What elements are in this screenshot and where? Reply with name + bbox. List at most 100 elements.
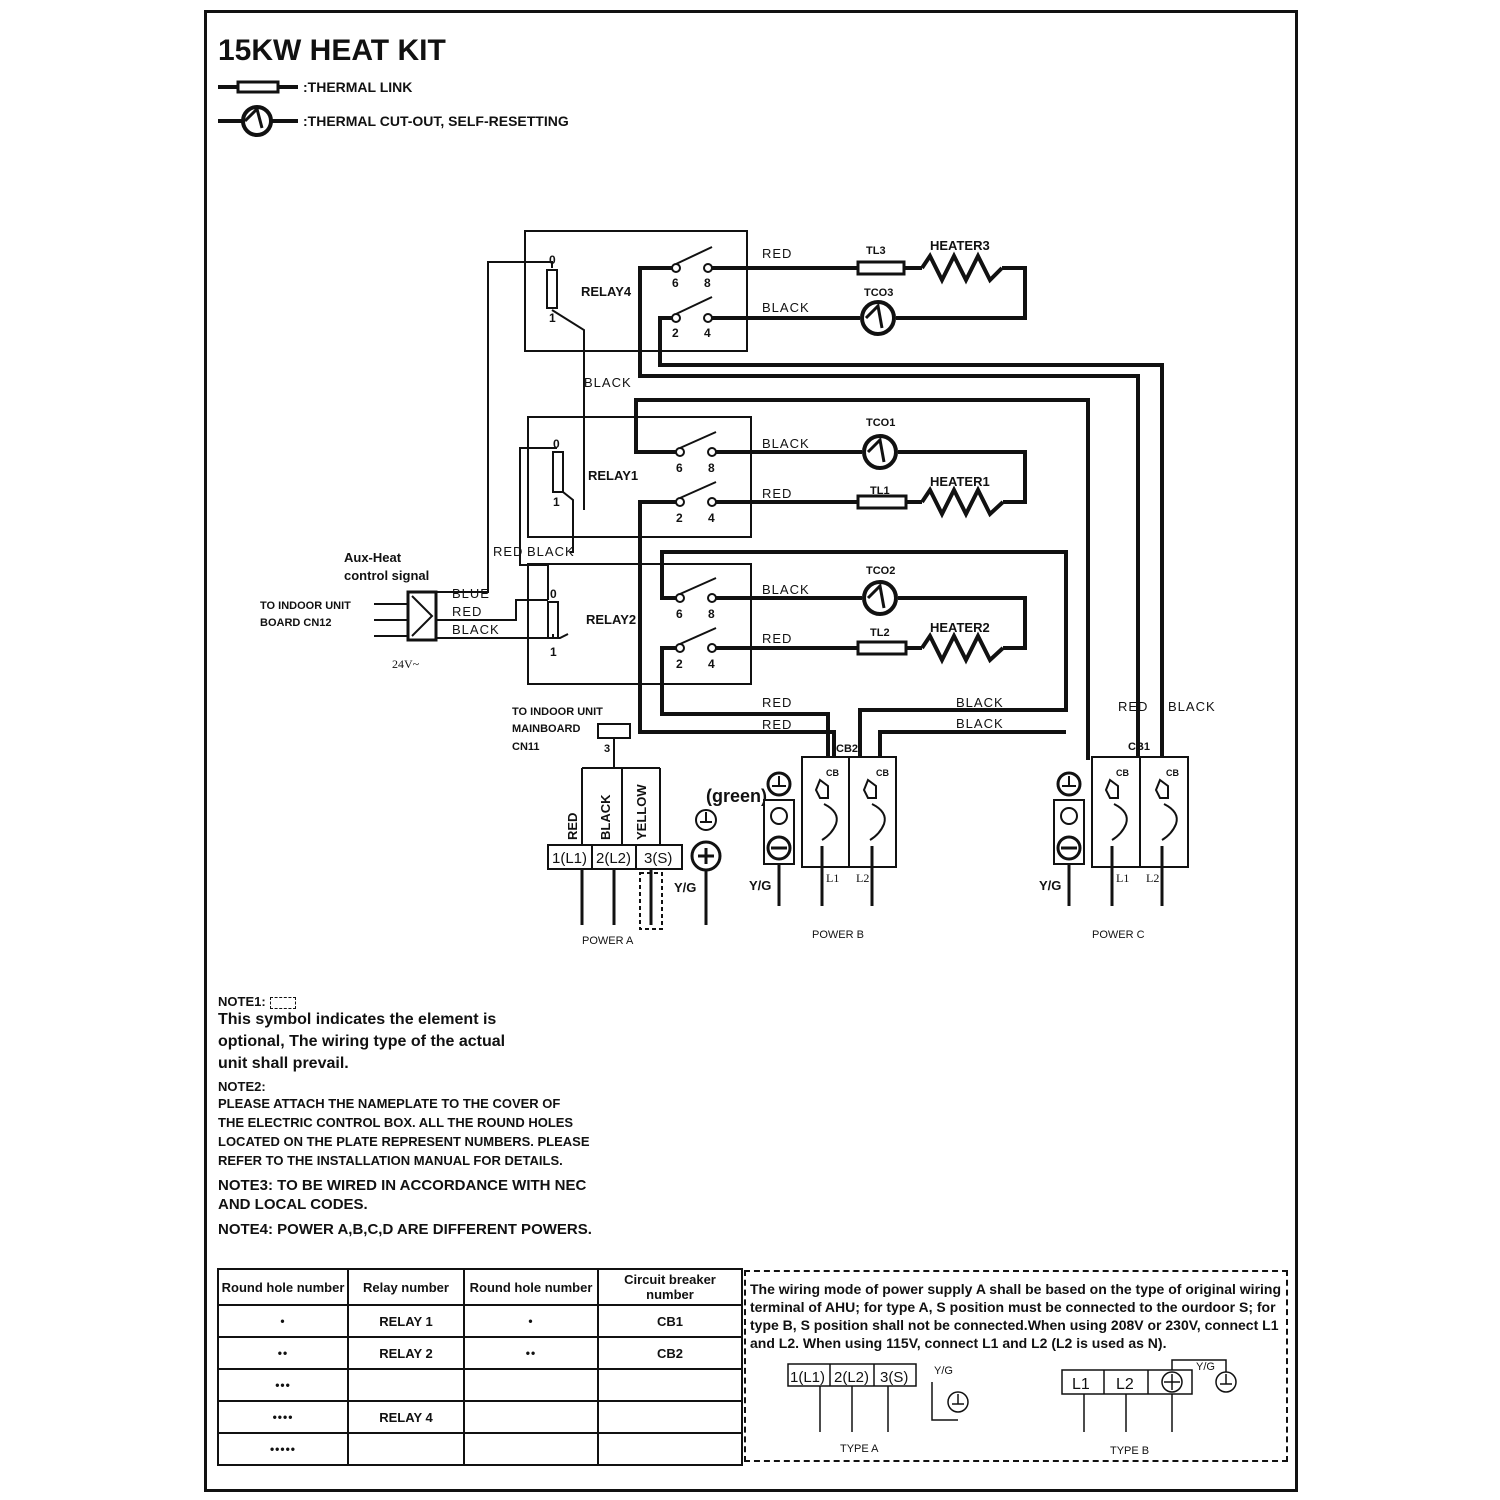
svg-text:2: 2 — [672, 326, 679, 340]
svg-text:BLACK: BLACK — [956, 695, 1004, 710]
svg-text:2: 2 — [676, 511, 683, 525]
svg-text:TYPE B: TYPE B — [1110, 1445, 1149, 1457]
svg-text:RED: RED — [762, 486, 792, 501]
ground-power-c: Y/G — [1039, 771, 1085, 906]
svg-text:TL1: TL1 — [870, 485, 890, 497]
col-header: Relay number — [347, 1268, 465, 1306]
thermal-cutout-label: :THERMAL CUT-OUT, SELF-RESETTING — [303, 113, 569, 129]
circuit-breaker-cb1: CB1 CB CB L1 L2 POWER C — [1091, 741, 1189, 941]
wiring-mode-text: The wiring mode of power supply A shall … — [750, 1281, 1282, 1351]
svg-text:0: 0 — [553, 437, 560, 451]
svg-text:BLACK: BLACK — [762, 582, 810, 597]
svg-text:BLACK: BLACK — [762, 436, 810, 451]
svg-text:Aux-Heat: Aux-Heat — [344, 550, 402, 565]
heater3: HEATER3 — [920, 238, 1004, 285]
svg-text:0: 0 — [550, 587, 557, 601]
svg-text:RED: RED — [1118, 699, 1148, 714]
svg-text:Y/G: Y/G — [1196, 1361, 1215, 1373]
svg-text:CB: CB — [1116, 768, 1129, 778]
thermal-cutout-tco2: TCO2 — [862, 565, 898, 616]
table-cell: •••• — [217, 1400, 349, 1434]
page-title: 15KW HEAT KIT — [218, 34, 446, 67]
svg-text:4: 4 — [708, 657, 715, 671]
svg-text:CN11: CN11 — [512, 741, 540, 753]
svg-text:L1: L1 — [1072, 1376, 1090, 1393]
type-a-terminal: 1(L1) 2(L2) 3(S) Y/G TYPE A — [787, 1363, 969, 1455]
relay1-contacts — [675, 431, 717, 507]
thermal-link-tl3: TL3 — [856, 245, 906, 276]
svg-text:TL3: TL3 — [866, 245, 886, 257]
svg-text:RED: RED — [762, 246, 792, 261]
table-cell: RELAY 4 — [347, 1400, 465, 1434]
note3-line2: AND LOCAL CODES. — [218, 1196, 368, 1213]
power-b-label: POWER B — [812, 929, 864, 941]
mainboard-cn11: TO INDOOR UNIT MAINBOARD CN11 3 RED BLAC… — [512, 706, 661, 845]
type-b-terminal: L1 L2 Y/G TYPE B — [1061, 1359, 1237, 1457]
svg-text:TO INDOOR UNIT: TO INDOOR UNIT — [512, 706, 603, 718]
control-wiring — [436, 261, 585, 639]
table-row: •• RELAY 2 •• CB2 — [217, 1336, 743, 1370]
heater1: HEATER1 — [920, 474, 1005, 519]
svg-text:Y/G: Y/G — [1039, 878, 1061, 893]
svg-text:BLACK: BLACK — [762, 300, 810, 315]
svg-text:4: 4 — [704, 326, 711, 340]
svg-text:2: 2 — [676, 657, 683, 671]
table-cell: CB2 — [597, 1336, 743, 1370]
terminal-block-power-a: 1(L1) 2(L2) 3(S) (green) Y/G POWER A — [547, 786, 767, 947]
table-cell — [347, 1368, 465, 1402]
svg-text:RED: RED — [493, 544, 523, 559]
svg-text:CB1: CB1 — [1128, 741, 1150, 753]
svg-text:3: 3 — [604, 743, 610, 755]
table-cell — [463, 1432, 599, 1466]
svg-text:BLUE: BLUE — [452, 586, 490, 601]
ground-power-b: Y/G — [749, 771, 795, 906]
svg-text:BLACK: BLACK — [452, 622, 500, 637]
svg-text:8: 8 — [708, 461, 715, 475]
table-row: ••••• — [217, 1432, 743, 1466]
circuit-breaker-cb2: CB2 CB CB L1 L2 POWER B — [801, 743, 897, 941]
svg-text:1: 1 — [550, 645, 557, 659]
table-cell — [347, 1432, 465, 1466]
table-cell: RELAY 1 — [347, 1304, 465, 1338]
heater2: HEATER2 — [920, 620, 1005, 665]
wiring-mode-box: The wiring mode of power supply A shall … — [744, 1270, 1288, 1462]
table-cell — [597, 1432, 743, 1466]
table-cell: CB1 — [597, 1304, 743, 1338]
svg-text:CB: CB — [1166, 768, 1179, 778]
note3-line1: NOTE3: TO BE WIRED IN ACCORDANCE WITH NE… — [218, 1177, 587, 1194]
svg-text:3(S): 3(S) — [880, 1369, 908, 1386]
svg-text:RED: RED — [565, 813, 580, 840]
svg-text:2(L2): 2(L2) — [596, 850, 631, 867]
legend-thermal-link: :THERMAL LINK — [218, 79, 412, 95]
table-cell — [463, 1368, 599, 1402]
svg-text:Y/G: Y/G — [674, 880, 696, 895]
svg-text:1(L1): 1(L1) — [790, 1369, 825, 1386]
table-cell: RELAY 2 — [347, 1336, 465, 1370]
table-cell: • — [217, 1304, 349, 1338]
thermal-link-label: :THERMAL LINK — [303, 79, 412, 95]
note2-head: NOTE2: — [218, 1079, 266, 1094]
wire-labels: RED BLACK BLACK RED BLACK RED RED RED BL… — [452, 246, 1215, 732]
round-hole-legend-table: Round hole number Relay number Round hol… — [217, 1268, 743, 1466]
svg-text:CB: CB — [876, 768, 889, 778]
svg-text:2(L2): 2(L2) — [834, 1369, 869, 1386]
svg-text:L2: L2 — [1116, 1376, 1134, 1393]
svg-text:BLACK: BLACK — [527, 544, 575, 559]
diagram-frame — [204, 10, 1298, 1492]
svg-text:L2: L2 — [856, 871, 869, 885]
svg-text:BOARD CN12: BOARD CN12 — [260, 617, 332, 629]
table-header-row: Round hole number Relay number Round hol… — [217, 1268, 743, 1306]
thermal-cutout-tco1: TCO1 — [862, 417, 898, 470]
svg-text:BLACK: BLACK — [584, 375, 632, 390]
svg-text:L1: L1 — [1116, 871, 1129, 885]
table-cell: • — [463, 1304, 599, 1338]
svg-text:6: 6 — [672, 276, 679, 290]
svg-text:CB2: CB2 — [836, 743, 858, 755]
table-row: • RELAY 1 • CB1 — [217, 1304, 743, 1338]
note2-line4: REFER TO THE INSTALLATION MANUAL FOR DET… — [218, 1153, 563, 1168]
relay2-label: RELAY2 — [586, 612, 636, 627]
svg-text:RED: RED — [762, 695, 792, 710]
svg-text:RED: RED — [762, 631, 792, 646]
svg-text:RED: RED — [452, 604, 482, 619]
svg-text:RED: RED — [762, 717, 792, 732]
